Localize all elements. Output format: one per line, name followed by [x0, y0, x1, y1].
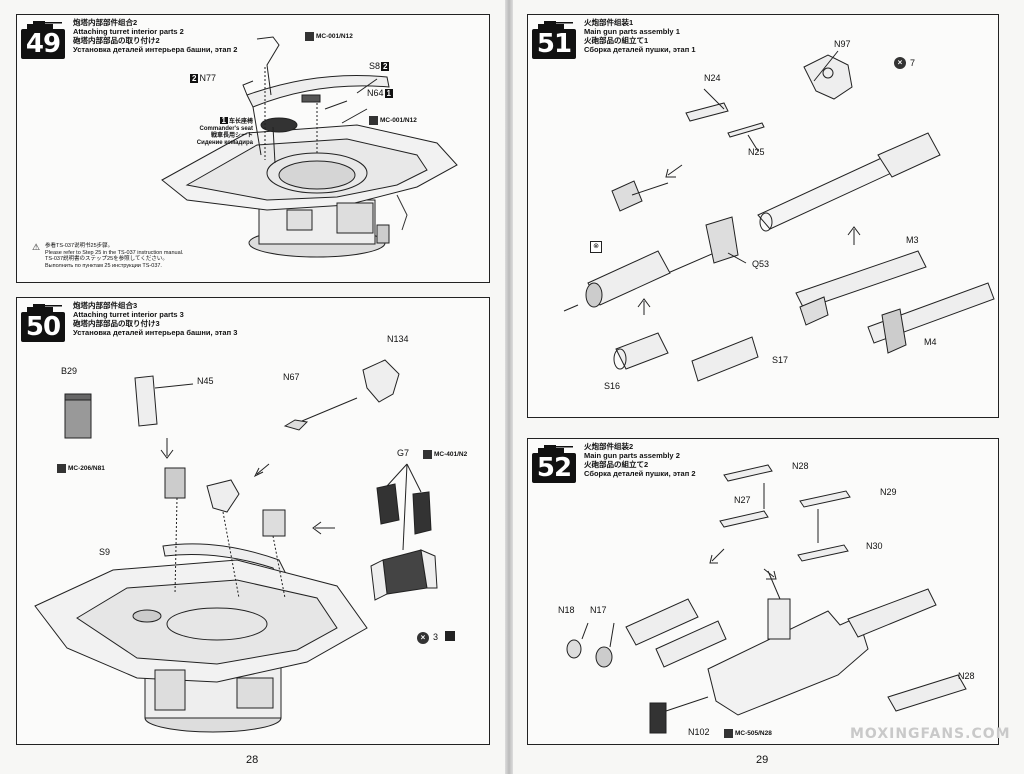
- title-cn: 火炮部件组装2: [584, 442, 634, 451]
- part-label-n102: N102: [688, 727, 710, 737]
- part-label-n29: N29: [880, 487, 897, 497]
- tank-icon: [538, 21, 573, 29]
- part-label-q53: Q53: [752, 259, 770, 269]
- part-label-b29: B29: [61, 366, 78, 376]
- step-51-panel: 51 火炮部件组装1 Main gun parts assembly 1 火砲部…: [527, 14, 999, 418]
- step-title-block: 炮塔内部部件组合2 Attaching turret interior part…: [73, 18, 237, 54]
- part-label-n27: N27: [734, 495, 751, 505]
- step-50-badge: 50: [21, 302, 67, 344]
- step-title-block: 火炮部件组装2 Main gun parts assembly 2 火砲部品の組…: [584, 442, 696, 478]
- part-label-n67: N67: [283, 372, 300, 382]
- paint-swatch: [305, 32, 314, 41]
- part-label-n17: N17: [590, 605, 607, 615]
- title-cn: 炮塔内部部件组合3: [73, 301, 138, 310]
- step-title-block: 炮塔内部部件组合3 Attaching turret interior part…: [73, 301, 237, 337]
- paint-swatch: [423, 450, 432, 459]
- step-51-badge: 51: [532, 19, 578, 61]
- title-cn: 火炮部件组装1: [584, 18, 634, 27]
- page-gutter: [505, 0, 513, 774]
- multiply-icon: ×: [894, 57, 906, 69]
- part-label-n97: N97: [834, 39, 851, 49]
- title-jp: 砲塔内部部品の取り付け3: [73, 319, 160, 328]
- step-50-panel: 50 炮塔内部部件组合3 Attaching turret interior p…: [16, 297, 490, 745]
- page-number-left: 28: [246, 754, 259, 766]
- part-label-s17: S17: [772, 355, 789, 365]
- part-label-g7: G7: [397, 448, 410, 458]
- step-number: 50: [21, 312, 65, 342]
- multiply-icon: ×: [417, 632, 429, 644]
- warning-icon: ⚠: [32, 242, 41, 252]
- title-en: Attaching turret interior parts 3: [73, 310, 184, 319]
- no-glue-icon: ⊗: [590, 241, 602, 253]
- title-ru: Установка деталей интерьера башни, этап …: [73, 328, 238, 337]
- paint-callout-2: MC-401/N2: [423, 450, 467, 459]
- paint-swatch: [724, 729, 733, 738]
- tank-icon: [538, 445, 573, 453]
- paint-callout-1: MC-001/N12: [305, 32, 353, 41]
- step-title-block: 火炮部件组装1 Main gun parts assembly 1 火砲部品の組…: [584, 18, 696, 54]
- tank-icon: [27, 21, 62, 29]
- step-number: 49: [21, 29, 65, 59]
- tank-icon: [27, 304, 62, 312]
- step-52-badge: 52: [532, 443, 578, 485]
- step-number: 52: [532, 453, 576, 483]
- title-jp: 火砲部品の組立て1: [584, 36, 649, 45]
- paint-callout-1: MC-206/N81: [57, 464, 105, 473]
- part-label-m3: M3: [906, 235, 919, 245]
- title-jp: 砲塔内部部品の取り付け2: [73, 36, 160, 45]
- title-cn: 炮塔内部部件组合2: [73, 18, 138, 27]
- part-label-n30: N30: [866, 541, 883, 551]
- title-en: Main gun parts assembly 2: [584, 451, 680, 460]
- title-ru: Сборка деталей пушки, этап 2: [584, 469, 696, 478]
- part-label-s16: S16: [604, 381, 621, 391]
- watermark: MOXINGFANS.COM: [850, 726, 1011, 742]
- title-en: Attaching turret interior parts 2: [73, 27, 184, 36]
- step-49-panel: 49 炮塔内部部件组合2 Attaching turret interior p…: [16, 14, 490, 283]
- step-50-illustration: [34, 359, 438, 733]
- part-label-n45: N45: [197, 376, 214, 386]
- quantity-label: 3: [433, 632, 439, 642]
- part-label-n25: N25: [748, 147, 765, 157]
- part-label-m4: M4: [924, 337, 937, 347]
- part-label-n28-right: N28: [958, 671, 975, 681]
- paint-callout-1: MC-505/N28: [724, 729, 772, 738]
- quantity-label: 7: [910, 58, 916, 68]
- paint-swatch: [57, 464, 66, 473]
- reference-note: ⚠ 参看TS-037说明书25步骤。 Please refer to Step …: [32, 242, 184, 269]
- step-51-illustration: [563, 50, 995, 382]
- part-label-s9: S9: [99, 547, 111, 557]
- part-label-n134: N134: [387, 334, 409, 344]
- step-52-illustration: [566, 464, 967, 734]
- fragile-part-icon: [445, 631, 455, 641]
- step-number: 51: [532, 29, 576, 59]
- page-number-right: 29: [756, 754, 769, 766]
- part-label-n28: N28: [792, 461, 809, 471]
- part-label-n24: N24: [704, 73, 721, 83]
- part-label-n18: N18: [558, 605, 575, 615]
- step-49-badge: 49: [21, 19, 67, 61]
- step-52-panel: 52 火炮部件组装2 Main gun parts assembly 2 火砲部…: [527, 438, 999, 745]
- paint-callout-2: MC-001/N12: [369, 116, 417, 125]
- title-ru: Установка деталей интерьера башни, этап …: [73, 45, 238, 54]
- paint-swatch: [369, 116, 378, 125]
- title-ru: Сборка деталей пушки, этап 1: [584, 45, 696, 54]
- title-jp: 火砲部品の組立て2: [584, 460, 649, 469]
- title-en: Main gun parts assembly 1: [584, 27, 680, 36]
- step-49-illustration: [161, 36, 458, 258]
